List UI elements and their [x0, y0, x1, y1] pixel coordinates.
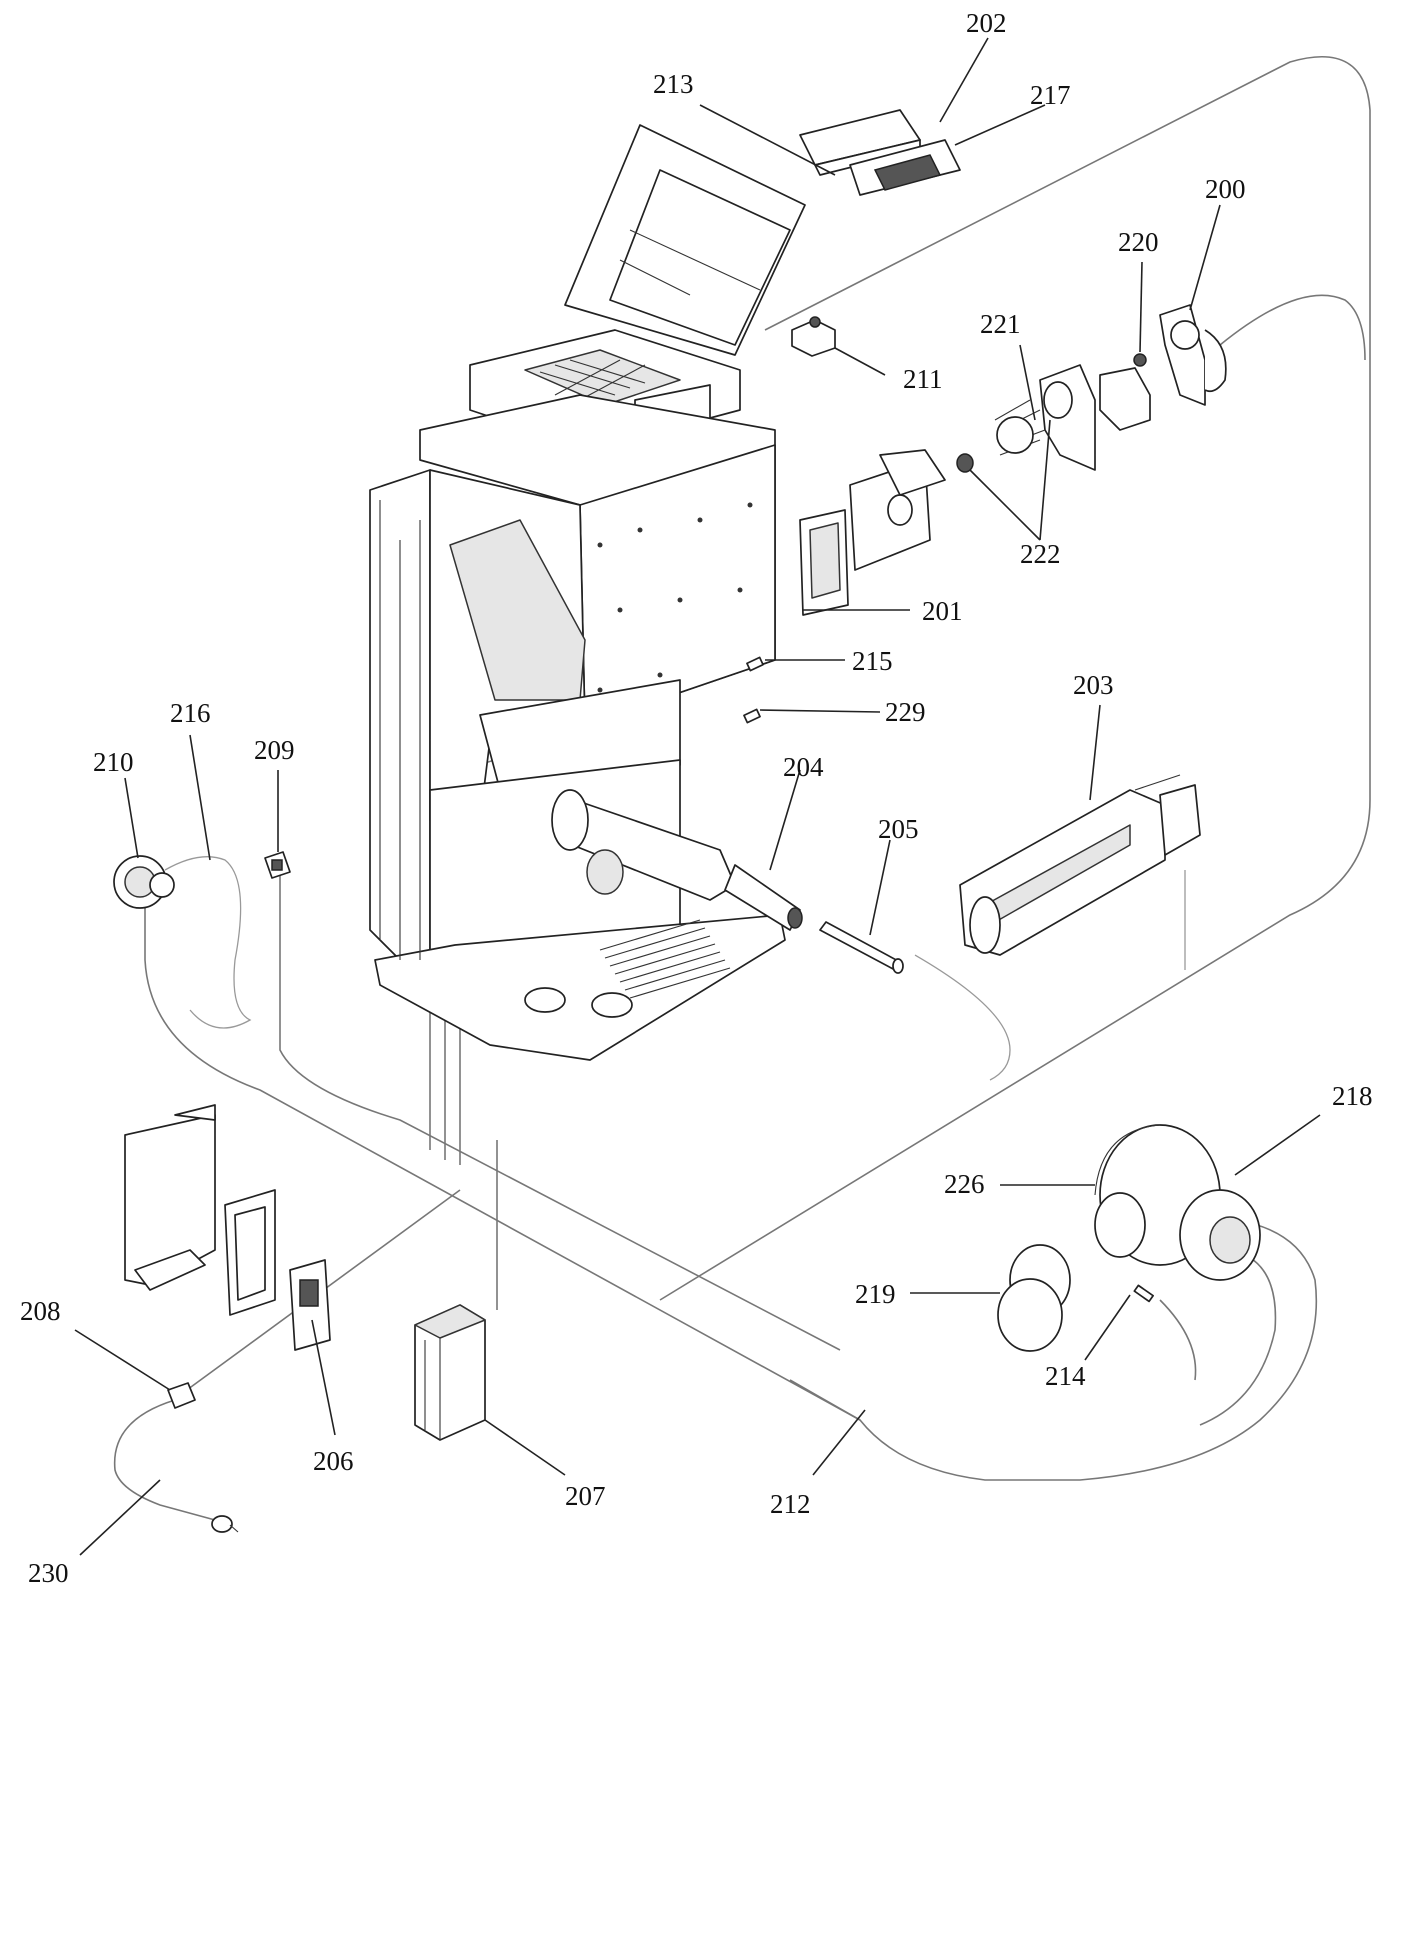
label-208: 208: [20, 1296, 61, 1326]
label-200: 200: [1205, 174, 1246, 204]
callout-labels: 202 213 217 200 220 221 211 222 201 215 …: [20, 8, 1373, 1588]
label-206: 206: [313, 1446, 354, 1476]
part-204: [551, 789, 803, 931]
label-219: 219: [855, 1279, 896, 1309]
part-207-box: [414, 1304, 486, 1441]
part-202-217-display: [799, 109, 961, 196]
label-202: 202: [966, 8, 1007, 38]
stove-frame: [369, 124, 806, 1061]
label-209: 209: [254, 735, 295, 765]
label-217: 217: [1030, 80, 1071, 110]
label-230: 230: [28, 1558, 69, 1588]
label-205: 205: [878, 814, 919, 844]
label-218: 218: [1332, 1081, 1373, 1111]
label-207: 207: [565, 1481, 606, 1511]
label-229: 229: [885, 697, 926, 727]
part-221-222-fan: [956, 364, 1151, 473]
part-209: [264, 851, 291, 879]
part-208: [167, 1382, 196, 1409]
label-201: 201: [922, 596, 963, 626]
part-201: [799, 449, 946, 616]
part-203-fan: [959, 774, 1201, 956]
part-200-motor: [1133, 304, 1227, 406]
part-210: [113, 855, 175, 909]
label-211: 211: [903, 364, 943, 394]
label-214: 214: [1045, 1361, 1086, 1391]
part-211: [791, 316, 836, 357]
label-226: 226: [944, 1169, 985, 1199]
label-203: 203: [1073, 670, 1114, 700]
label-213: 213: [653, 69, 694, 99]
part-205: [819, 921, 904, 974]
part-206-brackets: [124, 1104, 331, 1351]
label-220: 220: [1118, 227, 1159, 257]
leader-lines: [74, 37, 1321, 1556]
part-215: [746, 656, 764, 672]
label-215: 215: [852, 646, 893, 676]
part-219: [997, 1244, 1071, 1352]
label-204: 204: [783, 752, 824, 782]
part-229: [743, 708, 761, 724]
label-210: 210: [93, 747, 134, 777]
part-214: [1133, 1284, 1154, 1303]
label-222: 222: [1020, 539, 1061, 569]
label-216: 216: [170, 698, 211, 728]
label-221: 221: [980, 309, 1021, 339]
part-230-plug: [211, 1515, 239, 1533]
part-218-blower: [1094, 1124, 1261, 1281]
label-212: 212: [770, 1489, 811, 1519]
